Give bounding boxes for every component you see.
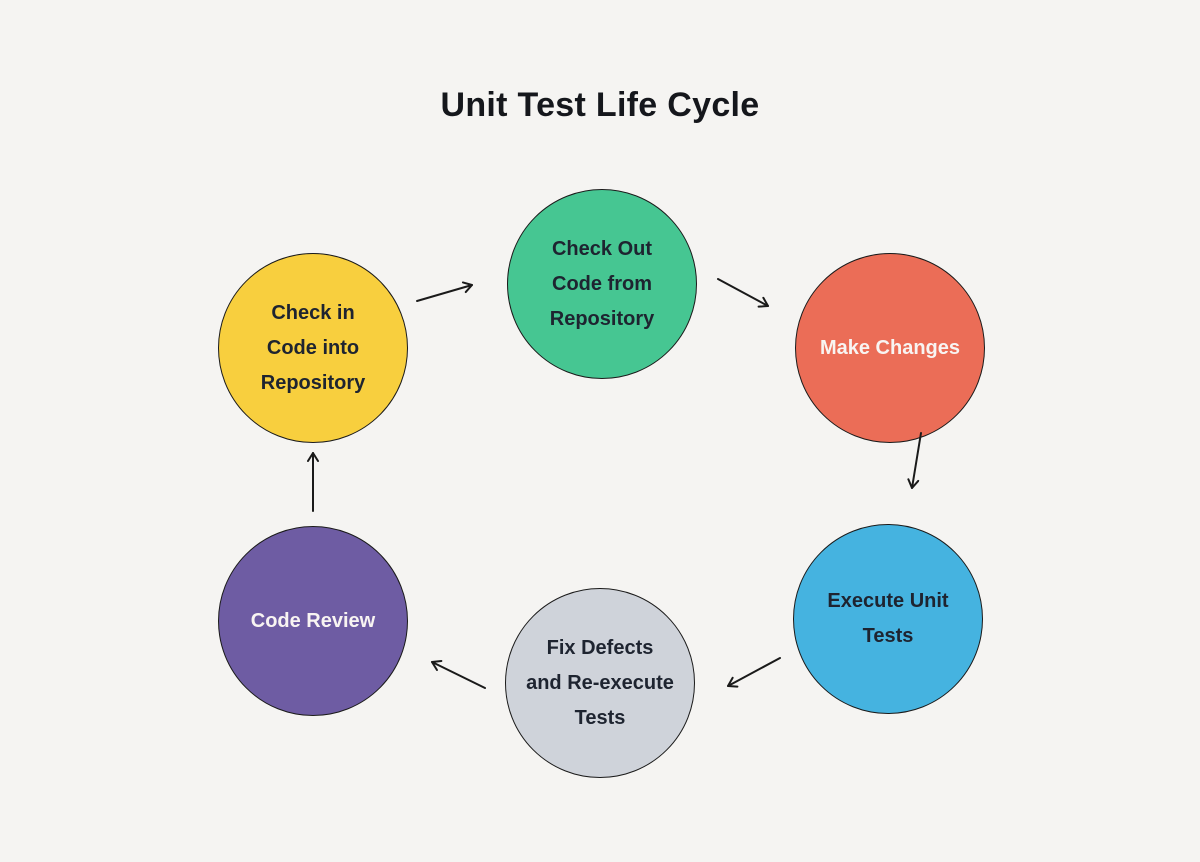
node-check-out-code: Check Out Code from Repository: [507, 189, 697, 379]
node-check-in-code: Check in Code into Repository: [218, 253, 408, 443]
node-fix-defects-label: Fix Defects and Re-execute Tests: [526, 636, 674, 729]
node-check-out-code-label: Check Out Code from Repository: [549, 237, 655, 330]
arrow-execute-to-fix-defects: [727, 657, 781, 688]
arrow-fix-defects-to-code-review: [431, 660, 486, 689]
node-make-changes-label: Make Changes: [819, 336, 961, 359]
node-check-in-code-label: Check in Code into Repository: [260, 301, 366, 394]
page-title: Unit Test Life Cycle: [440, 86, 760, 124]
node-code-review: Code Review: [218, 526, 408, 716]
arrow-check-in-to-check-out: [416, 281, 473, 302]
node-execute-unit-tests-label: Execute Unit Tests: [827, 590, 949, 647]
node-code-review-label: Code Review: [250, 609, 376, 632]
node-make-changes: Make Changes: [795, 253, 985, 443]
node-fix-defects: Fix Defects and Re-execute Tests: [505, 588, 695, 778]
arrow-check-out-to-make-changes: [717, 278, 769, 308]
arrow-make-changes-to-execute: [907, 432, 922, 489]
node-execute-unit-tests: Execute Unit Tests: [793, 524, 983, 714]
